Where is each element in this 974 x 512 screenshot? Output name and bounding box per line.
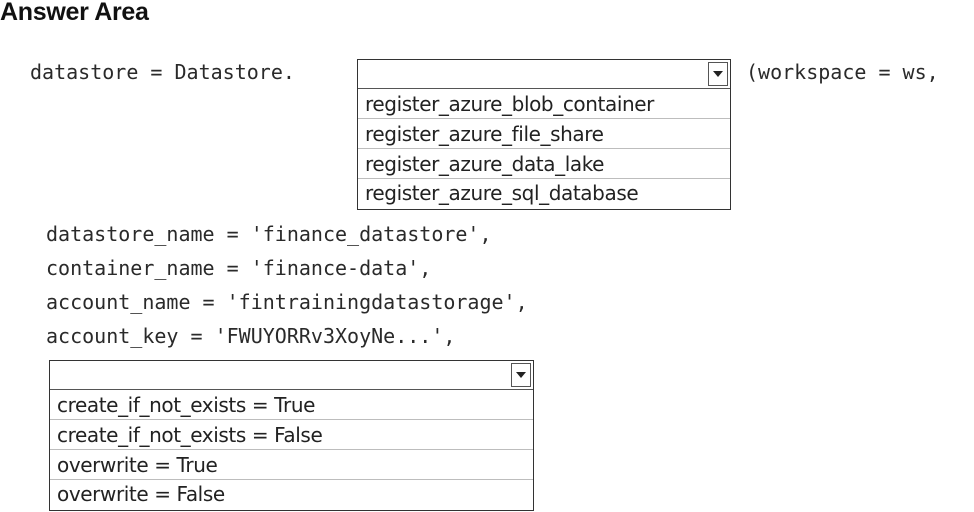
option-item[interactable]: create_if_not_exists = True: [50, 390, 533, 420]
code-line-datastore-suffix: (workspace = ws,: [746, 60, 939, 84]
option-item[interactable]: overwrite = False: [57, 482, 225, 506]
code-line-datastore-prefix: datastore = Datastore.: [30, 60, 295, 84]
code-arg-container-name: container_name = 'finance-data',: [46, 256, 432, 280]
method-option[interactable]: register_azure_sql_database: [365, 181, 639, 205]
method-dropdown-selected[interactable]: [358, 60, 730, 89]
answer-area-title: Answer Area: [0, 0, 149, 26]
method-dropdown[interactable]: register_azure_blob_container register_a…: [357, 59, 731, 210]
option-item[interactable]: create_if_not_exists = False: [50, 420, 533, 450]
method-option[interactable]: register_azure_data_lake: [358, 149, 730, 179]
chevron-down-icon[interactable]: [708, 62, 728, 86]
code-arg-datastore-name: datastore_name = 'finance_datastore',: [46, 222, 492, 246]
code-arg-account-key: account_key = 'FWUYORRv3XoyNe...',: [46, 324, 456, 348]
method-option[interactable]: register_azure_blob_container: [358, 89, 730, 119]
option-item[interactable]: overwrite = True: [50, 450, 533, 480]
option-dropdown-selected[interactable]: [50, 361, 533, 390]
method-option[interactable]: register_azure_file_share: [358, 119, 730, 149]
option-dropdown[interactable]: create_if_not_exists = True create_if_no…: [49, 360, 534, 511]
code-arg-account-name: account_name = 'fintrainingdatastorage',: [46, 290, 528, 314]
chevron-down-icon[interactable]: [511, 363, 531, 387]
